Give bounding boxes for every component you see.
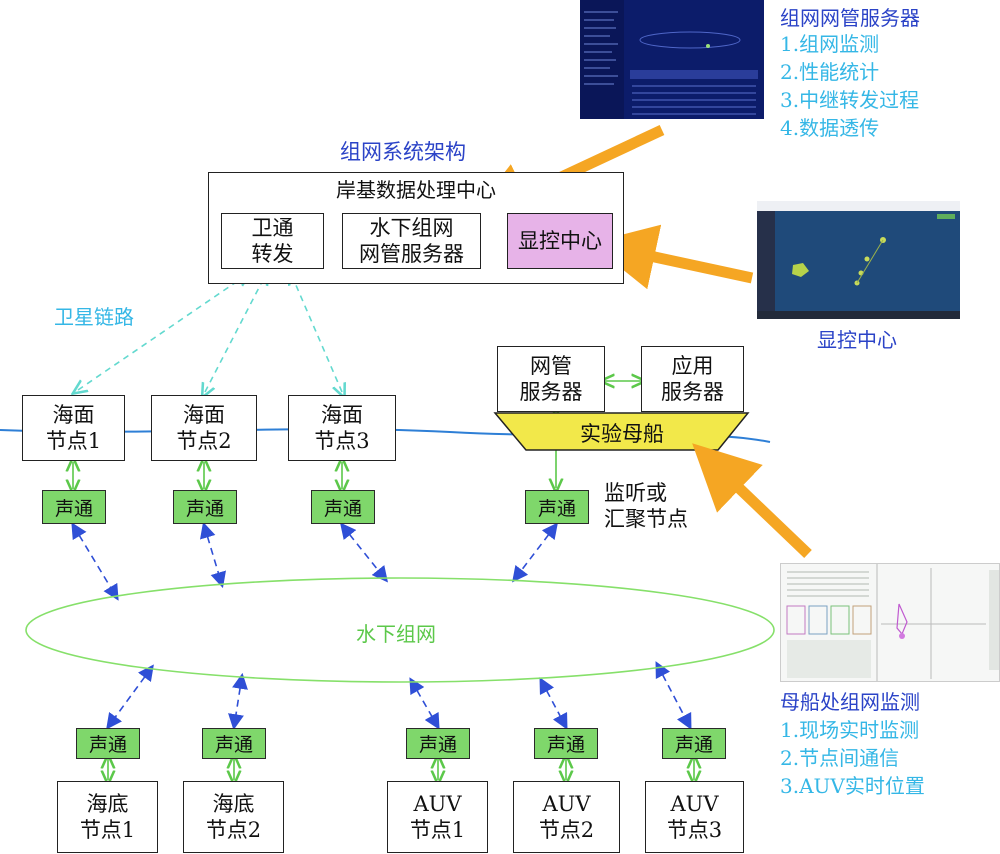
satellite-link-2 <box>205 276 265 392</box>
acoustic-modem-auv-2: 声通 <box>534 728 598 759</box>
mothership-callout-item: 3.AUV实时位置 <box>780 774 925 798</box>
link-net-acoustic6 <box>228 672 248 731</box>
mothership-callout-list: 1.现场实时监测 2.节点间通信 3.AUV实时位置 <box>780 716 925 800</box>
acoustic-modem-surface-3: 声通 <box>311 490 375 524</box>
link-net-acoustic8 <box>539 677 568 730</box>
mothership-callout-item: 1.现场实时监测 <box>780 718 920 742</box>
underwater-network-ellipse <box>25 577 775 683</box>
underwater-network-label: 水下组网 <box>356 622 436 646</box>
satellite-link-3 <box>292 276 342 392</box>
seabed-node-1: 海底 节点1 <box>57 781 158 853</box>
auv-node-1: AUV 节点1 <box>387 781 488 853</box>
server-callout-title: 组网网管服务器 <box>780 6 920 30</box>
server-ui-screenshot <box>580 0 764 119</box>
mothership-monitor-screenshot-art <box>781 564 999 681</box>
application-server-box: 应用 服务器 <box>641 346 744 412</box>
satcom-relay-box: 卫通 转发 <box>221 213 324 269</box>
link-acoustic1-net <box>71 522 119 601</box>
acoustic-modem-auv-1: 声通 <box>406 728 470 759</box>
link-acoustic4-net <box>512 522 558 583</box>
underwater-network-server-box: 水下组网 网管服务器 <box>342 213 481 269</box>
satellite-link-label: 卫星链路 <box>54 305 134 329</box>
acoustic-modem-auv-3: 声通 <box>662 728 726 759</box>
mothership-callout-title: 母船处组网监测 <box>780 690 920 714</box>
server-callout-item: 2.性能统计 <box>780 60 880 84</box>
acoustic-modem-bottom-1: 声通 <box>76 728 140 759</box>
diagram-title: 组网系统架构 <box>340 140 466 164</box>
listen-aggregate-node-label: 监听或 汇聚节点 <box>604 481 688 531</box>
link-acoustic2-net <box>200 521 226 589</box>
link-net-acoustic5 <box>106 664 154 730</box>
network-management-server-box: 网管 服务器 <box>497 346 605 412</box>
server-callout-item: 4.数据透传 <box>780 116 880 140</box>
server-callout-item: 1.组网监测 <box>780 32 880 56</box>
display-center-screenshot <box>757 201 960 319</box>
acoustic-modem-listen: 声通 <box>525 490 589 524</box>
shore-data-center-title: 岸基数据处理中心 <box>336 178 496 202</box>
satellite-link-1 <box>78 276 245 390</box>
link-net-acoustic7 <box>409 677 440 730</box>
server-callout-item: 3.中继转发过程 <box>780 88 920 112</box>
orange-arrow-ship <box>692 443 812 558</box>
mothership-label: 实验母船 <box>580 422 664 446</box>
auv-node-2: AUV 节点2 <box>513 781 620 853</box>
display-center-screenshot-art <box>757 201 960 319</box>
auv-node-3: AUV 节点3 <box>645 781 744 853</box>
server-ui-screenshot-art <box>580 0 764 119</box>
link-acoustic3-net <box>340 522 388 583</box>
server-callout-list: 1.组网监测 2.性能统计 3.中继转发过程 4.数据透传 <box>780 30 919 142</box>
acoustic-modem-surface-2: 声通 <box>173 490 237 524</box>
mothership-callout-item: 2.节点间通信 <box>780 746 900 770</box>
link-net-acoustic9 <box>655 661 692 730</box>
mothership-monitor-screenshot <box>780 563 1000 682</box>
display-control-center-box: 显控中心 <box>507 213 613 269</box>
orange-arrow-display <box>589 224 754 290</box>
surface-node-3: 海面 节点3 <box>288 395 396 461</box>
seabed-node-2: 海底 节点2 <box>183 781 284 853</box>
acoustic-modem-surface-1: 声通 <box>42 490 106 524</box>
display-center-label: 显控中心 <box>817 328 897 352</box>
acoustic-modem-bottom-2: 声通 <box>202 728 266 759</box>
surface-node-1: 海面 节点1 <box>22 395 125 461</box>
surface-node-2: 海面 节点2 <box>151 395 257 461</box>
